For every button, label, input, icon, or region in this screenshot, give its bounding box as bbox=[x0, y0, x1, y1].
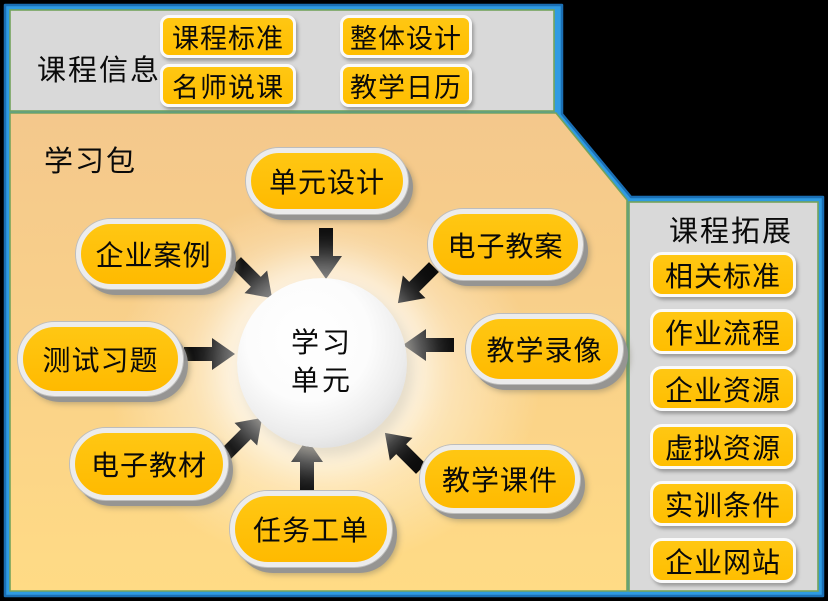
node-e-lesson-plan[interactable]: 电子教案 bbox=[428, 209, 583, 280]
node-teaching-courseware[interactable]: 教学课件 bbox=[420, 445, 580, 513]
button-virtual-resources[interactable]: 虚拟资源 bbox=[650, 424, 796, 469]
node-test-exercises[interactable]: 测试习题 bbox=[18, 322, 183, 396]
extension-title: 课程拓展 bbox=[669, 216, 794, 248]
button-teacher-lecture[interactable]: 名师说课 bbox=[160, 64, 296, 107]
button-training-conditions[interactable]: 实训条件 bbox=[650, 481, 796, 526]
button-related-standards[interactable]: 相关标准 bbox=[650, 252, 796, 297]
learning-package-title: 学习包 bbox=[44, 146, 138, 178]
node-task-worksheet[interactable]: 任务工单 bbox=[230, 491, 392, 567]
learning-unit-sphere: 学习 单元 bbox=[237, 278, 407, 448]
node-unit-design[interactable]: 单元设计 bbox=[246, 148, 408, 214]
button-enterprise-resources[interactable]: 企业资源 bbox=[650, 366, 796, 411]
node-e-textbook[interactable]: 电子教材 bbox=[70, 428, 228, 500]
button-work-process[interactable]: 作业流程 bbox=[650, 309, 796, 354]
node-teaching-video[interactable]: 教学录像 bbox=[466, 314, 623, 384]
button-course-standard[interactable]: 课程标准 bbox=[160, 15, 296, 58]
header-title: 课程信息 bbox=[37, 55, 162, 87]
button-teaching-calendar[interactable]: 教学日历 bbox=[340, 64, 472, 107]
sphere-text-line2: 单元 bbox=[290, 366, 353, 397]
node-enterprise-case[interactable]: 企业案例 bbox=[76, 219, 231, 289]
button-enterprise-website[interactable]: 企业网站 bbox=[650, 538, 796, 583]
button-overall-design[interactable]: 整体设计 bbox=[340, 15, 472, 58]
sphere-text-line1: 学习 bbox=[290, 328, 353, 360]
